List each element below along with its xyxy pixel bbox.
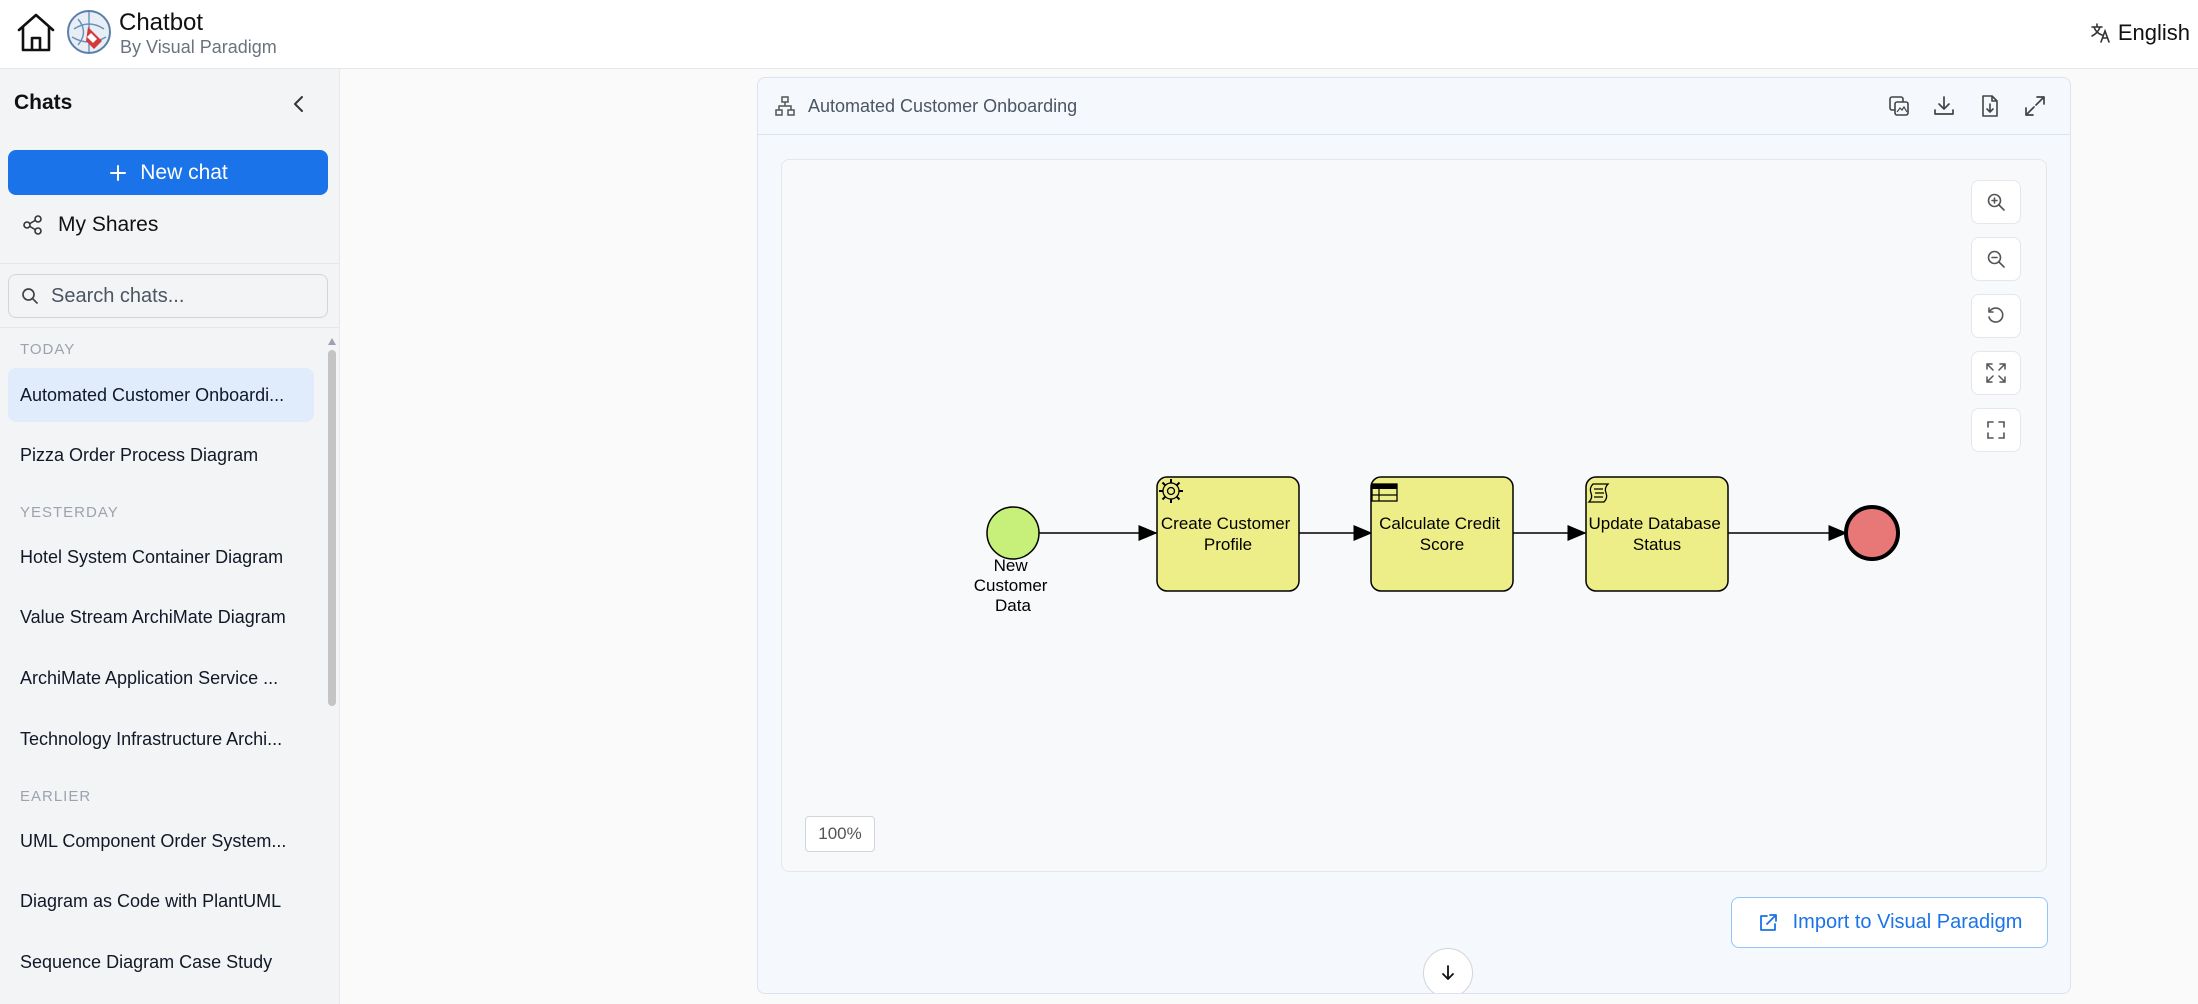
copy-image-icon[interactable]: [1886, 93, 1912, 119]
chat-item[interactable]: Diagram as Code with PlantUML: [20, 890, 282, 911]
search-chats-field[interactable]: [8, 274, 328, 318]
reset-view-button[interactable]: [1971, 294, 2021, 338]
chat-item[interactable]: Technology Infrastructure Archi...: [20, 728, 283, 749]
end-event[interactable]: [1844, 505, 1900, 561]
panel-header: Automated Customer Onboarding: [758, 78, 2070, 135]
task-label: Score: [1420, 535, 1464, 554]
task-label: Calculate Credit: [1379, 514, 1500, 533]
group-label-yesterday: YESTERDAY: [20, 504, 119, 521]
business-rule-table-icon: [1371, 483, 1398, 502]
sidebar-scrollbar[interactable]: [328, 338, 336, 938]
chat-item[interactable]: Pizza Order Process Diagram: [20, 444, 259, 465]
chat-item[interactable]: Sequence Diagram Case Study: [20, 951, 273, 972]
reset-icon: [1988, 307, 2004, 323]
sidebar-title: Chats: [14, 91, 73, 114]
chat-item[interactable]: ArchiMate Application Service ...: [20, 667, 279, 688]
svg-text:Calculate Credit Score: Calculate Credit Score: [1379, 514, 1505, 554]
service-task-gear-icon: [1159, 479, 1183, 503]
fullscreen-button[interactable]: [1971, 408, 2021, 452]
app-subtitle: By Visual Paradigm: [120, 37, 277, 57]
svg-text:Create Customer Profil: Create Customer Profile: [1161, 514, 1295, 554]
download-icon[interactable]: [1931, 93, 1957, 119]
task-label: Status: [1633, 535, 1681, 554]
my-shares-link[interactable]: My Shares: [22, 213, 158, 237]
new-chat-label: New chat: [140, 160, 228, 184]
scroll-thumb[interactable]: [328, 350, 336, 706]
app-title: Chatbot: [119, 9, 204, 36]
svg-text:New Customer D: New Customer Data: [974, 556, 1052, 615]
task-calculate-credit-score[interactable]: [1370, 476, 1514, 592]
share-icon: [23, 215, 42, 235]
task-create-customer-profile[interactable]: [1156, 476, 1300, 592]
collapse-sidebar-icon[interactable]: [286, 91, 312, 117]
script-task-scroll-icon: [1587, 483, 1610, 503]
language-selector[interactable]: English: [2090, 20, 2190, 46]
fit-view-button[interactable]: [1971, 351, 2021, 395]
import-to-visual-paradigm-button[interactable]: Import to Visual Paradigm: [1731, 897, 2048, 948]
zoom-in-button[interactable]: [1971, 180, 2021, 224]
import-label: Import to Visual Paradigm: [1792, 911, 2023, 933]
start-event-label: New: [994, 556, 1029, 575]
plus-icon: [110, 164, 127, 181]
app-header: Chatbot By Visual Paradigm English: [0, 0, 2198, 69]
task-label: Create Customer: [1161, 514, 1291, 533]
svg-text:Update Database Status: Update Database Status: [1588, 514, 1725, 554]
start-event-label: Customer: [974, 576, 1048, 595]
home-icon[interactable]: [14, 10, 58, 54]
chat-item[interactable]: UML Component Order System...: [20, 830, 287, 851]
group-label-earlier: EARLIER: [20, 788, 92, 805]
panel-title: Automated Customer Onboarding: [808, 96, 1078, 116]
zoom-in-icon: [1987, 193, 2005, 211]
arrow-down-icon: [1442, 965, 1454, 980]
language-label: English: [2117, 20, 2190, 45]
search-input[interactable]: [51, 284, 311, 308]
download-file-icon[interactable]: [1977, 93, 2003, 119]
sidebar: Chats New chat My Shares TODAY Automated…: [0, 69, 340, 1004]
task-label: Update Database: [1588, 514, 1720, 533]
diagram-panel: Automated Customer Onboarding: [757, 77, 2071, 994]
task-label: Profile: [1204, 535, 1252, 554]
chat-item[interactable]: Hotel System Container Diagram: [20, 546, 284, 567]
fit-icon: [1986, 363, 2006, 383]
chat-item[interactable]: Value Stream ArchiMate Diagram: [20, 606, 286, 627]
start-event[interactable]: [986, 506, 1040, 560]
group-label-today: TODAY: [20, 341, 76, 358]
search-icon: [22, 288, 38, 304]
scroll-up-arrow-icon[interactable]: [328, 338, 336, 345]
bpmn-diagram: New Customer Data Create Customer Profil…: [974, 476, 1900, 615]
my-shares-label: My Shares: [58, 213, 159, 236]
chat-item[interactable]: Automated Customer Onboardi...: [8, 368, 314, 422]
diagram-icon: [775, 96, 795, 116]
translate-icon: [2091, 23, 2110, 43]
task-update-database-status[interactable]: [1585, 476, 1729, 592]
sidebar-divider: [0, 263, 340, 264]
zoom-out-button[interactable]: [1971, 237, 2021, 281]
diagram-canvas[interactable]: New Customer Data Create Customer Profil…: [781, 159, 2047, 872]
fullscreen-icon: [1987, 421, 2005, 439]
zoom-level-indicator: 100%: [805, 816, 875, 852]
sidebar-divider: [0, 327, 340, 328]
scroll-to-bottom-button[interactable]: [1423, 948, 1473, 993]
expand-icon[interactable]: [2022, 93, 2048, 119]
visual-paradigm-logo-icon: [67, 10, 111, 54]
zoom-out-icon: [1987, 250, 2005, 268]
start-event-label: Data: [995, 596, 1031, 615]
external-link-icon: [1759, 913, 1777, 931]
new-chat-button[interactable]: New chat: [8, 150, 328, 195]
